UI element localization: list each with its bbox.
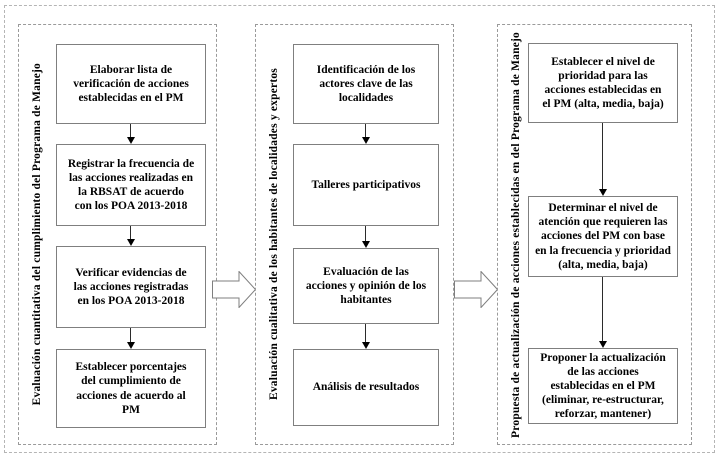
column-transition-arrow-icon: [212, 271, 256, 308]
down-arrow-icon: [126, 328, 135, 349]
panel-vertical-label: Evaluación cualitativa de los habitantes…: [257, 25, 291, 444]
panel-vertical-label: Evaluación cuantitativa del cumplimiento…: [20, 25, 54, 444]
down-arrow-icon: [598, 277, 607, 348]
flow-box: Proponer la actualización de las accione…: [528, 348, 678, 424]
panel-evaluacion-cualitativa: Evaluación cualitativa de los habitantes…: [255, 24, 454, 445]
flow-box: Establecer el nivel de prioridad para la…: [528, 43, 678, 123]
flow-box: Talleres participativos: [293, 144, 439, 226]
flow-box: Registrar la frecuencia de las acciones …: [56, 144, 206, 226]
column-transition-arrow-icon: [454, 271, 498, 308]
down-arrow-icon: [126, 226, 135, 246]
panel-evaluacion-cuantitativa: Evaluación cuantitativa del cumplimiento…: [18, 24, 217, 445]
flow-box: Evaluación de las acciones y opinión de …: [293, 248, 439, 324]
panel-label-text: Evaluación cualitativa de los habitantes…: [268, 68, 280, 401]
flow-box: Establecer porcentajes del cumplimiento …: [56, 349, 206, 428]
panel-propuesta-actualizacion: Propuesta de actualización de acciones e…: [497, 24, 692, 445]
down-arrow-icon: [361, 226, 370, 248]
panel-label-text: Propuesta de actualización de acciones e…: [510, 31, 522, 438]
flow-box: Identificación de los actores clave de l…: [293, 44, 439, 124]
flow-box: Verificar evidencias de las acciones reg…: [56, 246, 206, 328]
flow-box: Elaborar lista de verificación de accion…: [56, 44, 206, 124]
flow-box: Análisis de resultados: [293, 349, 439, 426]
flow-box: Determinar el nivel de atención que requ…: [528, 196, 678, 277]
down-arrow-icon: [361, 124, 370, 144]
figure-border: [4, 5, 715, 453]
down-arrow-icon: [126, 124, 135, 144]
down-arrow-icon: [361, 324, 370, 349]
panel-label-text: Evaluación cuantitativa del cumplimiento…: [31, 63, 43, 406]
down-arrow-icon: [598, 123, 607, 196]
